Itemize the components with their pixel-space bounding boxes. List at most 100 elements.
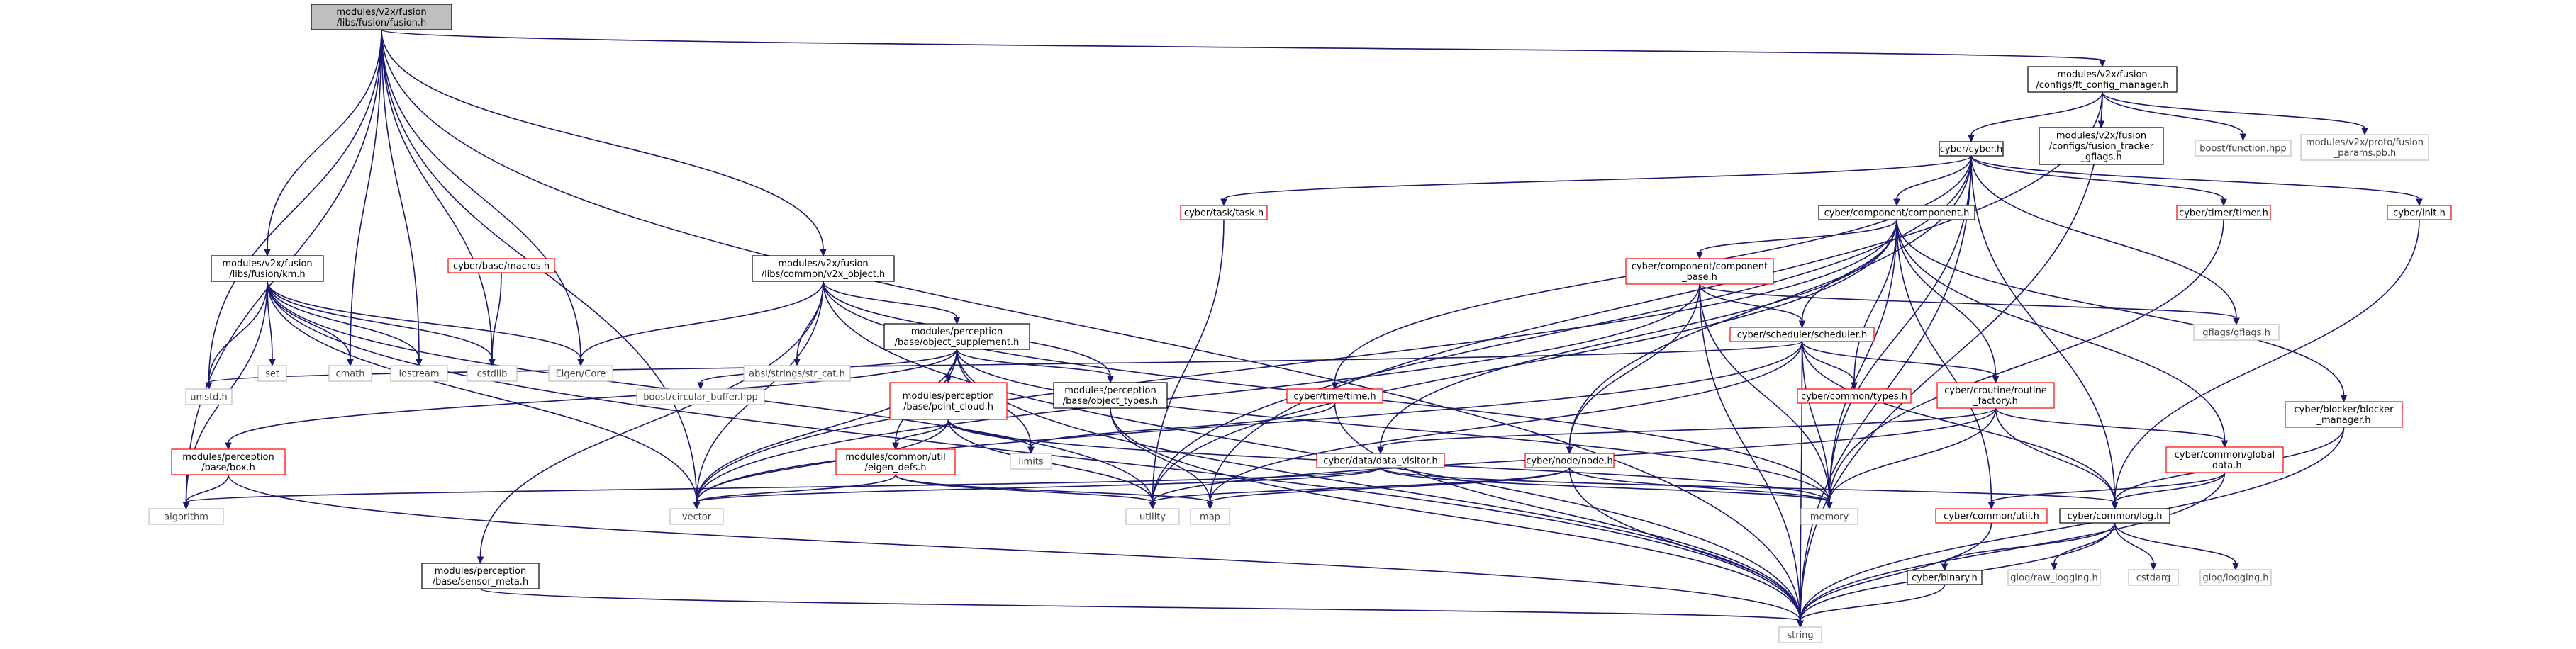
node-label-line: vector <box>682 512 712 523</box>
node-box <box>2193 324 2280 341</box>
edge-node_h-to-utility <box>1152 467 1571 503</box>
node-timer-h[interactable]: cyber/timer/timer.h <box>2176 205 2271 220</box>
edge-data_visitor-to-algorithm <box>185 467 1381 503</box>
node-fusion-h[interactable]: modules/v2x/fusion/libs/fusion/fusion.h <box>311 4 452 30</box>
node-common-util[interactable]: cyber/common/util.h <box>1935 508 2048 524</box>
node-data-visitor[interactable]: cyber/data/data_visitor.h <box>1316 453 1445 468</box>
edge-fusion_h-to-eigen_core <box>381 29 581 360</box>
edge-init_h-to-log_h <box>2114 219 2420 503</box>
edge-cyber_h-to-component_h <box>1896 155 1972 200</box>
node-global-data[interactable]: cyber/common/global_data.h <box>2165 446 2284 473</box>
edge-arrowhead <box>1566 446 1573 455</box>
edge-arrowhead <box>1851 382 1858 390</box>
node-eigen-defs[interactable]: modules/common/util/eigen_defs.h <box>835 448 956 475</box>
edge-arrowhead <box>416 359 423 367</box>
edge-arrowhead <box>264 249 271 257</box>
node-log-h[interactable]: cyber/common/log.h <box>2059 508 2170 524</box>
node-box <box>2039 127 2164 165</box>
node-label-line: cyber/component/component.h <box>1824 208 1970 219</box>
edge-scheduler_h-to-unistd <box>208 341 1803 383</box>
node-box <box>390 365 448 382</box>
edge-fusion_h-to-cmath <box>350 29 382 360</box>
node-box <box>328 365 372 382</box>
node-label-line: boost/circular_buffer.hpp <box>643 393 758 403</box>
edge-arrowhead <box>1941 563 1948 572</box>
node-binary-h[interactable]: cyber/binary.h <box>1907 570 1983 585</box>
edge-arrowhead <box>2150 563 2157 571</box>
node-node-h[interactable]: cyber/node/node.h <box>1524 453 1615 468</box>
node-box <box>1818 205 1975 220</box>
edge-data_visitor-to-vector <box>696 467 1381 503</box>
node-box <box>752 255 895 282</box>
node-label-line: memory <box>1810 512 1849 523</box>
node-box <box>669 508 724 525</box>
edge-arrowhead <box>1107 376 1114 384</box>
node-macros-h[interactable]: cyber/base/macros.h <box>447 258 555 273</box>
node-box <box>835 448 956 475</box>
node-fusion-tracker-gflags[interactable]: modules/v2x/fusion/configs/fusion_tracke… <box>2039 127 2164 165</box>
node-label-line: _params.pb.h <box>2333 148 2396 159</box>
edge-scheduler_h-to-memory <box>1801 341 1830 503</box>
node-routine-factory[interactable]: cyber/croutine/routine_factory.h <box>1936 382 2055 409</box>
edge-data_visitor-to-memory <box>1380 467 1830 503</box>
node-label-line: modules/v2x/proto/fusion <box>2306 137 2424 148</box>
node-label-line: cyber/common/global <box>2175 450 2275 461</box>
node-label-line: cyber/time/time.h <box>1293 392 1376 402</box>
node-blocker-manager[interactable]: cyber/blocker/blocker_manager.h <box>2285 401 2403 428</box>
edge-arrowhead <box>2340 395 2348 403</box>
node-box <box>148 508 224 525</box>
edge-scheduler_h-to-vector <box>696 341 1803 503</box>
node-component-base[interactable]: cyber/component/component_base.h <box>1625 258 1774 285</box>
node-box <box>467 365 518 382</box>
node-v2x-object[interactable]: modules/v2x/fusion/libs/common/v2x_objec… <box>752 255 895 282</box>
node-time-h[interactable]: cyber/time/time.h <box>1286 388 1383 404</box>
node-common-types[interactable]: cyber/common/types.h <box>1797 388 1912 404</box>
node-label-line: cyber/cyber.h <box>1940 145 2002 155</box>
node-box <box>2165 446 2284 473</box>
edge-v2x_object-to-str_cat <box>796 281 824 360</box>
edge-arrowhead <box>2232 563 2239 571</box>
node-box <box>1939 141 2004 157</box>
edge-arrowhead <box>1987 502 1995 510</box>
edge-component_base-to-gflags <box>1699 283 2237 319</box>
node-glog-logging: glog/logging.h <box>2199 569 2272 586</box>
node-cyber-h[interactable]: cyber/cyber.h <box>1939 141 2004 157</box>
node-label-line: boost/function.hpp <box>2199 144 2286 154</box>
edge-data_visitor-to-log_h <box>1380 467 2116 503</box>
edge-arrowhead <box>793 359 801 367</box>
edge-routine_factory-to-global_data <box>1995 407 2226 441</box>
node-task-h[interactable]: cyber/task/task.h <box>1180 205 1268 220</box>
node-scheduler-h[interactable]: cyber/scheduler/scheduler.h <box>1729 327 1875 342</box>
node-point-cloud[interactable]: modules/perception/base/point_cloud.h <box>889 382 1008 420</box>
edge-cyber_h-to-memory <box>1829 155 1972 503</box>
edge-common_util-to-string <box>1800 522 1992 621</box>
node-box <box>171 448 286 475</box>
node-init-h[interactable]: cyber/init.h <box>2387 205 2452 220</box>
edge-arrowhead <box>2361 128 2368 136</box>
edge-object_supplement-to-object_types <box>956 349 1111 377</box>
node-ft-config-manager[interactable]: modules/v2x/fusion/configs/ft_config_man… <box>2027 66 2178 93</box>
node-component-h[interactable]: cyber/component/component.h <box>1818 205 1975 220</box>
node-object-supplement[interactable]: modules/perception/base/object_supplemen… <box>883 323 1030 350</box>
edge-arrowhead <box>2239 133 2247 142</box>
node-label-line: glog/logging.h <box>2203 573 2269 584</box>
edge-arrowhead <box>476 556 484 565</box>
node-label-line: cmath <box>335 369 364 380</box>
node-box <box>311 4 452 30</box>
node-km-h[interactable]: modules/v2x/fusion/libs/fusion/km.h <box>211 255 324 282</box>
node-box-h[interactable]: modules/perception/base/box.h <box>171 448 286 475</box>
node-label-line: _base.h <box>1681 272 1717 283</box>
node-object-types[interactable]: modules/perception/base/object_types.h <box>1053 382 1168 409</box>
edge-arrowhead <box>2220 198 2227 207</box>
node-sensor-meta[interactable]: modules/perception/base/sensor_meta.h <box>421 563 540 589</box>
node-label-line: cyber/croutine/routine <box>1944 385 2047 396</box>
edge-arrowhead <box>1826 502 1833 510</box>
node-gflags: gflags/gflags.h <box>2193 324 2280 341</box>
edge-component_h-to-common_types <box>1853 219 1897 383</box>
node-label-line: cyber/common/types.h <box>1801 392 1907 402</box>
edge-arrowhead <box>269 359 276 367</box>
edge-time_h-to-string <box>1334 402 1801 621</box>
node-label-line: utility <box>1139 512 1166 523</box>
node-label-line: unistd.h <box>190 393 228 403</box>
